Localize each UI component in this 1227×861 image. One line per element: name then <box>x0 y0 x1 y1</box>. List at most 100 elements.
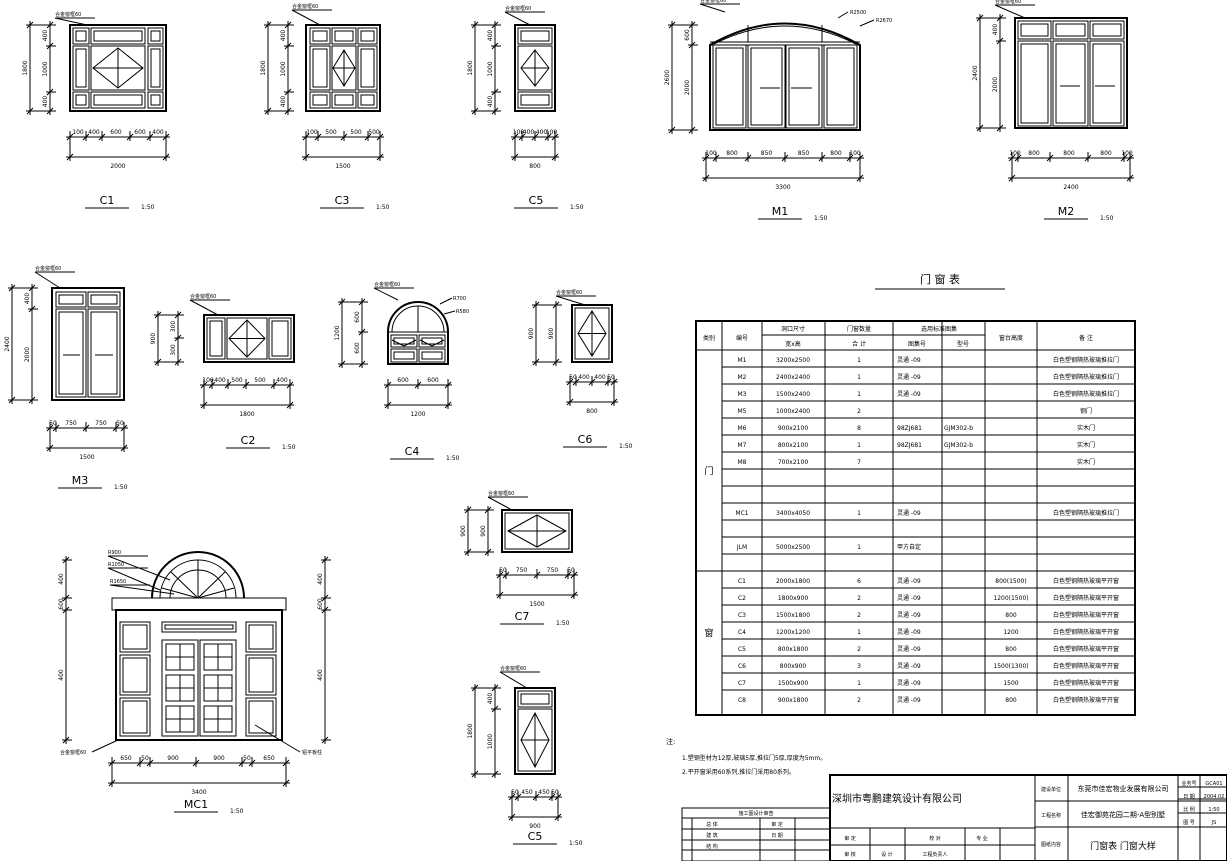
scale-label: 1:50 <box>230 808 244 815</box>
dim-label: 600 <box>134 129 146 136</box>
schedule-cell: 1500x2400 <box>776 391 810 398</box>
radius-label: R700 <box>453 296 466 302</box>
schedule-cell: 2 <box>857 612 861 619</box>
drawing-content-label: 图纸内容 <box>1041 841 1061 848</box>
dim-label: 400 <box>58 573 65 585</box>
dim-label: 600 <box>427 377 439 384</box>
dim-label: 50 <box>116 420 124 427</box>
schedule-cell: 800x1800 <box>778 646 808 653</box>
schedule-cell: GJM302-b <box>944 442 973 449</box>
dim-label: 800 <box>1028 150 1040 157</box>
schedule-cell: 灵通 -09 <box>897 577 921 585</box>
sign-label: 审 核 <box>844 851 856 858</box>
schedule-cell: 1 <box>857 544 861 551</box>
leader-note: R1050 <box>108 562 124 568</box>
radius-label: R580 <box>456 309 469 315</box>
dim-label: 400 <box>487 96 494 108</box>
schedule-header: 编号 <box>736 334 748 342</box>
schedule-cell: 1500(1300) <box>993 663 1028 670</box>
dim-label: 450 <box>538 789 550 796</box>
schedule-header: 类别 <box>703 334 715 342</box>
dim-total: 1800 <box>467 723 474 738</box>
dim-label: 400 <box>487 693 494 705</box>
schedule-title: 门 窗 表 <box>920 272 960 286</box>
dim-label: 900 <box>167 755 179 762</box>
dim-label: 750 <box>516 567 528 574</box>
dim-label: 400 <box>24 293 31 305</box>
schedule-cell: M8 <box>738 459 747 466</box>
scale-label: 1:50 <box>282 444 296 451</box>
dim-label: 900 <box>213 755 225 762</box>
schedule-cell: 2 <box>857 697 861 704</box>
sign-label: 校 对 <box>929 835 941 842</box>
schedule-cell: 白色塑钢隔热玻璃推拉门 <box>1053 509 1119 517</box>
dim-label: 100 <box>306 129 318 136</box>
review-row: 建 筑 <box>706 832 718 839</box>
schedule-cell: 3200x2500 <box>776 357 810 364</box>
schedule-cell: 灵通 -09 <box>897 390 921 398</box>
dim-label: 50 <box>511 789 519 796</box>
schedule-cell: C1 <box>738 578 746 585</box>
dim-total: 900 <box>528 328 535 340</box>
dim-label: 600 <box>684 29 691 41</box>
schedule-cell: 白色塑钢隔热玻璃平开窗 <box>1053 577 1119 585</box>
dim-total: 2400 <box>1063 184 1078 191</box>
schedule-cell: 1800x900 <box>778 595 808 602</box>
sheet-value: 1:50 <box>1208 807 1219 813</box>
schedule-cell: C7 <box>738 680 746 687</box>
dim-label: 400 <box>152 129 164 136</box>
schedule-cell: 实木门 <box>1077 458 1095 466</box>
scale-label: 1:50 <box>114 484 128 491</box>
dim-label: 750 <box>65 420 77 427</box>
dim-total: 1500 <box>79 454 94 461</box>
schedule-cell: C4 <box>738 629 746 636</box>
schedule-cell: 2000x1800 <box>776 578 810 585</box>
dim-label: 400 <box>523 129 535 136</box>
schedule-cell: 白色塑钢隔热玻璃平开窗 <box>1053 679 1119 687</box>
dim-total: 900 <box>150 333 157 345</box>
schedule-cell: 甲方自定 <box>897 543 921 551</box>
dim-label: 100 <box>1009 150 1021 157</box>
dim-label: 50 <box>551 789 559 796</box>
schedule-cell: 白色塑钢隔热玻璃平开窗 <box>1053 645 1119 653</box>
scale-label: 1:50 <box>619 443 633 450</box>
sign-label: 设 计 <box>881 851 893 858</box>
dim-total: 900 <box>529 823 541 830</box>
dim-label: 800 <box>830 150 842 157</box>
schedule-cell: 白色塑钢隔热玻璃平开窗 <box>1053 628 1119 636</box>
dim-label: 2000 <box>314 0 329 2</box>
schedule-cell: 98ZJ681 <box>897 442 922 449</box>
schedule-cell: 白色塑钢隔热玻璃平开窗 <box>1053 662 1119 670</box>
schedule-cell: 2 <box>857 595 861 602</box>
dim-total: 1200 <box>410 411 425 418</box>
company-name: 深圳市粤鹏建筑设计有限公司 <box>832 792 962 805</box>
dim-label: 400 <box>594 374 606 381</box>
scale-label: 1:50 <box>569 840 583 847</box>
dim-label: 1000 <box>487 61 494 76</box>
schedule-cell: 800(1500) <box>995 578 1026 585</box>
sheet-label: 日 期 <box>1183 794 1195 800</box>
dim-label: 600 <box>354 342 361 354</box>
schedule-cell: JLM <box>736 544 747 551</box>
schedule-cell: 5000x2500 <box>776 544 810 551</box>
dim-total: 1800 <box>260 60 267 75</box>
schedule-cell: 灵通 -09 <box>897 645 921 653</box>
scale-label: 1:50 <box>376 204 390 211</box>
schedule-header: 窗台高度 <box>999 334 1023 342</box>
dim-total: 1200 <box>334 325 341 340</box>
leader-note: 合金窗框60 <box>292 3 318 10</box>
review-title: 施工图设计审查 <box>738 810 773 817</box>
schedule-cell: 800 <box>1005 612 1017 619</box>
dim-total: 2600 <box>664 70 671 85</box>
dim-total: 2000 <box>110 163 125 170</box>
sheet-value: GCA01 <box>1205 781 1222 787</box>
schedule-cell: 1000x2400 <box>776 408 810 415</box>
dim-label: 900 <box>548 328 555 340</box>
leader-note: 合金窗框60 <box>556 289 582 296</box>
dim-label: 1000 <box>42 61 49 76</box>
schedule-cell: C6 <box>738 663 746 670</box>
